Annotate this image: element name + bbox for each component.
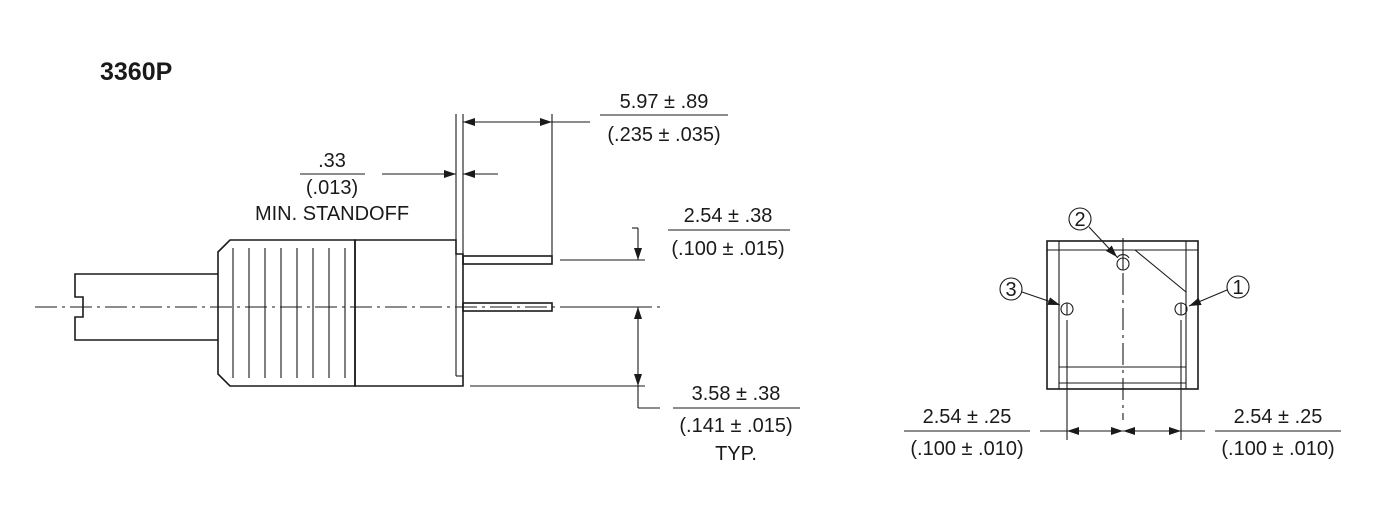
svg-text:3: 3 <box>1005 279 1016 301</box>
housing-body <box>354 239 464 387</box>
pin-3 <box>1060 302 1074 316</box>
standoff-note: MIN. STANDOFF <box>255 203 409 225</box>
pin-2-callout: 2 <box>1068 207 1118 258</box>
pin-offset-inch: (.100 ± .015) <box>671 238 784 260</box>
pin-2 <box>1116 254 1130 271</box>
pin-length-mm: 5.97 ± .89 <box>620 91 709 113</box>
svg-text:1: 1 <box>1232 277 1243 299</box>
pin-spacing-vertical-note: TYP. <box>715 443 757 465</box>
pin-spacing-right-inch: (.100 ± .010) <box>1221 438 1334 460</box>
pin-spacing-vertical-inch: (.141 ± .015) <box>679 415 792 437</box>
lower-pin <box>462 302 553 312</box>
pin-3-callout: 3 <box>999 277 1061 306</box>
pin-spacing-right-mm: 2.54 ± .25 <box>1234 406 1323 428</box>
pin-offset-mm: 2.54 ± .38 <box>684 205 773 227</box>
side-view: 5.97 ± .89 (.235 ± .035) .33 (.013) MIN.… <box>35 91 800 465</box>
pin-spacing-vertical-mm: 3.58 ± .38 <box>692 383 781 405</box>
adjustment-shaft <box>74 273 218 341</box>
svg-text:2: 2 <box>1074 209 1085 231</box>
upper-pin <box>462 255 553 265</box>
bottom-view: 1 2 3 2.54 ± .25 (.100 ± .010) 2.54 ± .2… <box>904 207 1341 460</box>
standoff-mm: .33 <box>318 150 346 172</box>
pin-1-callout: 1 <box>1188 275 1250 307</box>
pin-spacing-left-inch: (.100 ± .010) <box>910 438 1023 460</box>
part-number-title: 3360P <box>100 58 172 86</box>
pin-1 <box>1174 302 1188 316</box>
standoff-inch: (.013) <box>306 177 358 199</box>
pin-length-inch: (.235 ± .035) <box>607 124 720 146</box>
terminal-pins <box>462 255 553 312</box>
pin-spacing-left-mm: 2.54 ± .25 <box>923 406 1012 428</box>
threaded-bushing <box>217 239 356 387</box>
